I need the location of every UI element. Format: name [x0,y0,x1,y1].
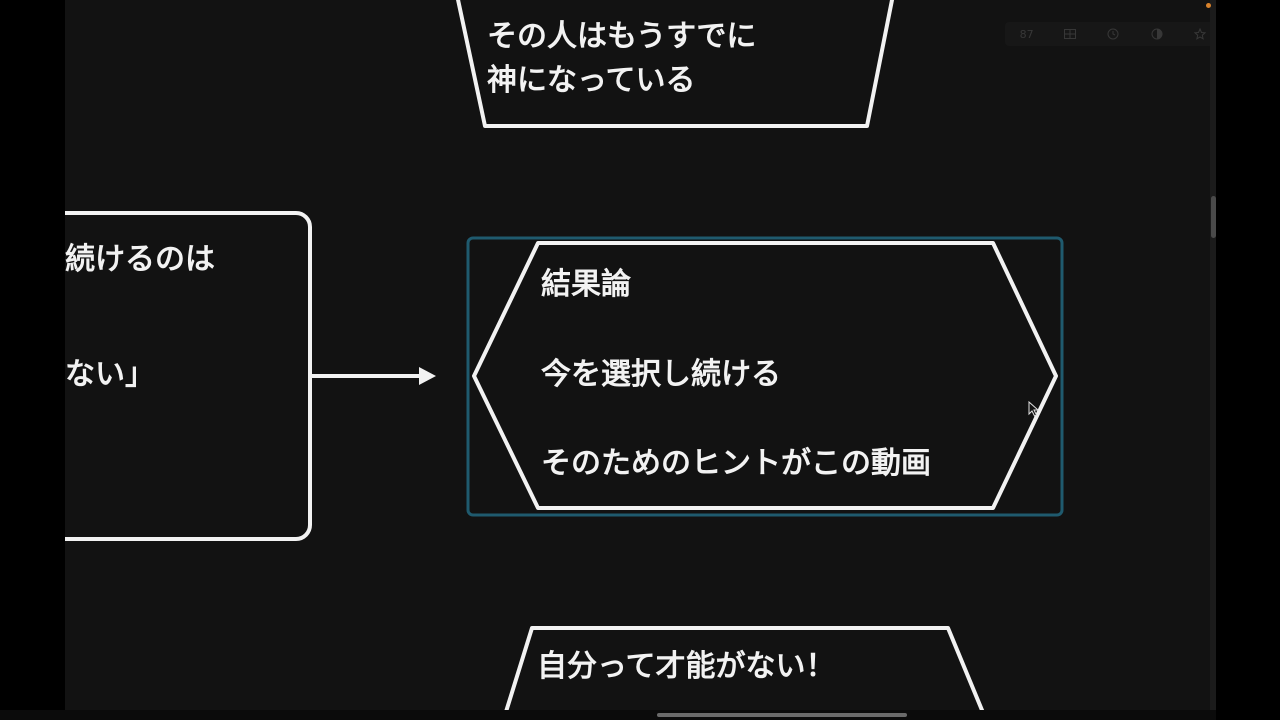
zoom-button[interactable]: 87 [1016,25,1038,43]
vertical-scrollbar-thumb[interactable] [1211,196,1216,238]
connector-arrowhead [419,367,436,385]
vertical-scrollbar[interactable] [1210,0,1216,720]
grid-button[interactable] [1059,25,1081,43]
node-top-line-2: 神になっている [487,63,696,98]
node-top-shape[interactable] [456,0,895,128]
node-center-line-1: 結果論 [541,267,631,302]
node-top-line-1: その人はもうすでに [487,19,757,54]
node-bottom-line-1: 自分って才能がない！ [537,649,836,684]
cursor-icon [1028,401,1040,417]
favorite-button[interactable] [1189,25,1210,43]
horizontal-scrollbar[interactable] [0,710,1216,720]
node-center-shape[interactable] [472,241,1058,510]
grid-icon [1063,29,1076,39]
node-bottom-shape[interactable] [504,626,985,710]
canvas-toolbar: 87 [1005,22,1210,46]
zoom-label: 87 [1019,27,1034,41]
scroll-indicator-dot [1206,3,1211,8]
contrast-icon [1151,28,1163,40]
node-top-text: その人はもうすでに 神になっている [487,15,756,103]
mindmap-diagram [65,0,1064,710]
node-center-line-3: そのためのヒントがこの動画 [541,446,931,481]
clock-icon [1107,28,1119,40]
history-button[interactable] [1102,25,1124,43]
horizontal-scrollbar-thumb[interactable] [657,713,907,717]
selection-box [466,236,1064,517]
node-left-line-1: 続けるのは [65,242,215,277]
theme-button[interactable] [1146,25,1168,43]
node-center-line-2: 今を選択し続ける [541,357,781,392]
canvas[interactable]: その人はもうすでに 神になっている 続けるのは ない」 結果論 今を選択し続ける… [65,0,1210,710]
node-left-line-2: ない」 [65,357,155,392]
star-icon [1193,28,1206,40]
